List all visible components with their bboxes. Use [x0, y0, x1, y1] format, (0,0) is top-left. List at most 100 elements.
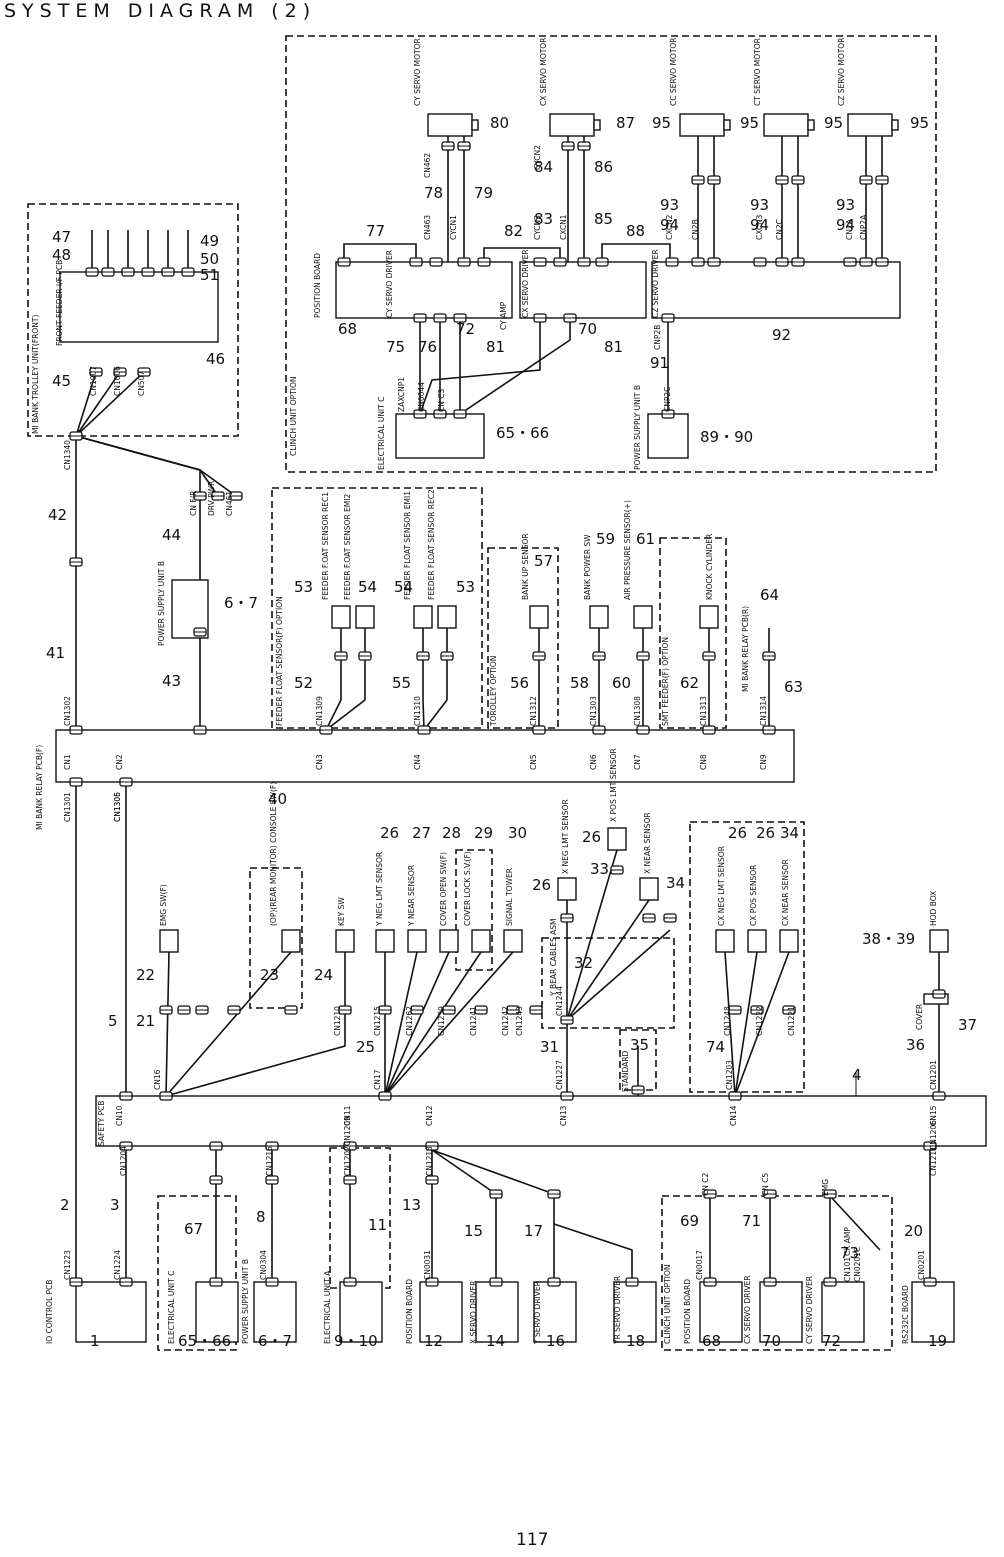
- connector-label: CN1312: [529, 696, 538, 726]
- wire-number: 48: [52, 246, 71, 264]
- connector-label: CN0044: [417, 382, 426, 412]
- block-label: Y NEAR SENSOR: [407, 865, 416, 927]
- ct-servo-motor-shaft: [807, 119, 815, 131]
- feeder-float-sensor-frame: [271, 487, 483, 729]
- bank-power-sw: [589, 605, 609, 629]
- wire: [384, 951, 514, 1097]
- cy-servo-motor-shaft: [471, 119, 479, 131]
- connector: [923, 1277, 937, 1287]
- wire-number: 91: [650, 354, 669, 372]
- connector: [69, 557, 83, 567]
- wire-number: 20: [904, 1222, 923, 1240]
- connector: [69, 725, 83, 735]
- clinch-unit-option-frame: [285, 35, 937, 473]
- wire: [384, 951, 418, 1097]
- connector-label: CN507: [137, 371, 146, 396]
- connector: [560, 1015, 574, 1025]
- power-supply-unit-b-right: [647, 413, 689, 459]
- wire-number: 95: [824, 114, 843, 132]
- connector: [433, 313, 447, 323]
- wire-number: 55: [392, 674, 411, 692]
- connector: [547, 1277, 561, 1287]
- block-label: ELECTRICAL UNIT C: [167, 1271, 176, 1344]
- connector-label: CN0201: [917, 1250, 926, 1280]
- wire-number: 81: [486, 338, 505, 356]
- wire-number: 87: [616, 114, 635, 132]
- wire-number: 88: [626, 222, 645, 240]
- wire-number: 21: [136, 1012, 155, 1030]
- connector: [592, 725, 606, 735]
- connector-label: CN C2: [701, 1173, 710, 1196]
- position-board-bottom: [419, 1281, 463, 1343]
- connector-label: CN0304: [259, 1250, 268, 1280]
- wire-number: 40: [268, 790, 287, 808]
- connector-label: CN1210: [333, 1006, 342, 1036]
- connector-label: CN1239: [437, 1006, 446, 1036]
- block-label: POSITION BOARD: [313, 253, 322, 318]
- clinch-option-frame-mid: [689, 821, 805, 1093]
- wire-number: 95: [740, 114, 759, 132]
- wire-number: 62: [680, 674, 699, 692]
- connector-label: CN2: [115, 754, 124, 770]
- connector: [425, 1277, 439, 1287]
- block-label: ELECTRICAL UNIT C: [377, 397, 386, 470]
- connector: [859, 175, 873, 185]
- wire-number: 18: [626, 1332, 645, 1350]
- wire: [384, 951, 450, 1097]
- connector-label: CN1213: [425, 1146, 434, 1176]
- connector: [691, 175, 705, 185]
- wire: [423, 699, 448, 731]
- wire-number: 47: [52, 228, 71, 246]
- wire-number: 93: [836, 196, 855, 214]
- connector: [561, 141, 575, 151]
- wire-number: 26: [756, 824, 775, 842]
- block-label: X SERVO DRIVER: [469, 1281, 478, 1344]
- connector-label: CN1007: [89, 366, 98, 396]
- block-label: TOROLLEY OPTION: [489, 656, 498, 727]
- cz-servo-motor: [847, 113, 893, 137]
- wire: [422, 699, 425, 731]
- connector: [265, 1277, 279, 1287]
- connector-label: CN4: [413, 754, 422, 770]
- connector-label: CN16: [153, 1069, 162, 1090]
- connector: [410, 1005, 424, 1015]
- connector-label: CN2A: [845, 218, 854, 240]
- block-label: KEY SW: [337, 897, 346, 926]
- connector: [137, 367, 151, 377]
- connector-label: CN1227: [555, 1060, 564, 1090]
- connector: [663, 913, 677, 923]
- connector-label: ZAXCNP1: [397, 377, 406, 412]
- wire-number: 54: [394, 578, 413, 596]
- connector: [932, 1091, 946, 1101]
- connector-label: CYCN3: [533, 215, 542, 240]
- connector: [209, 1175, 223, 1185]
- connector-label: CN C3: [437, 389, 446, 412]
- wire: [724, 951, 736, 1097]
- position-board-clinch: [699, 1281, 743, 1343]
- connector-label: CN1204: [119, 1146, 128, 1176]
- connector: [119, 1277, 133, 1287]
- wire-number: 13: [402, 1196, 421, 1214]
- block-label: POWER SUPPLY UNIT B: [157, 561, 166, 646]
- block-label: CY SERVO MOTOR: [413, 38, 422, 106]
- connector: [338, 1005, 352, 1015]
- connector-label: CN1221: [787, 1006, 796, 1036]
- rs232c-board: [911, 1281, 955, 1343]
- wire: [325, 699, 366, 731]
- wire-number: 37: [958, 1016, 977, 1034]
- electrical-unit-a: [339, 1281, 383, 1343]
- connector-label: CN3: [315, 754, 324, 770]
- x-pos-lmt-sensor: [607, 827, 627, 851]
- connector-label: CN1209: [343, 1116, 352, 1146]
- wire-number: 56: [510, 674, 529, 692]
- block-label: MI BANK RELAY PCB(F): [35, 745, 44, 830]
- wire-number: 59: [596, 530, 615, 548]
- connector: [577, 257, 591, 267]
- connector: [69, 777, 83, 787]
- ct-servo-motor: [763, 113, 809, 137]
- wire: [734, 951, 790, 1097]
- connector: [409, 257, 423, 267]
- air-pressure-sensor: [633, 605, 653, 629]
- connector: [506, 1005, 520, 1015]
- connector: [533, 313, 547, 323]
